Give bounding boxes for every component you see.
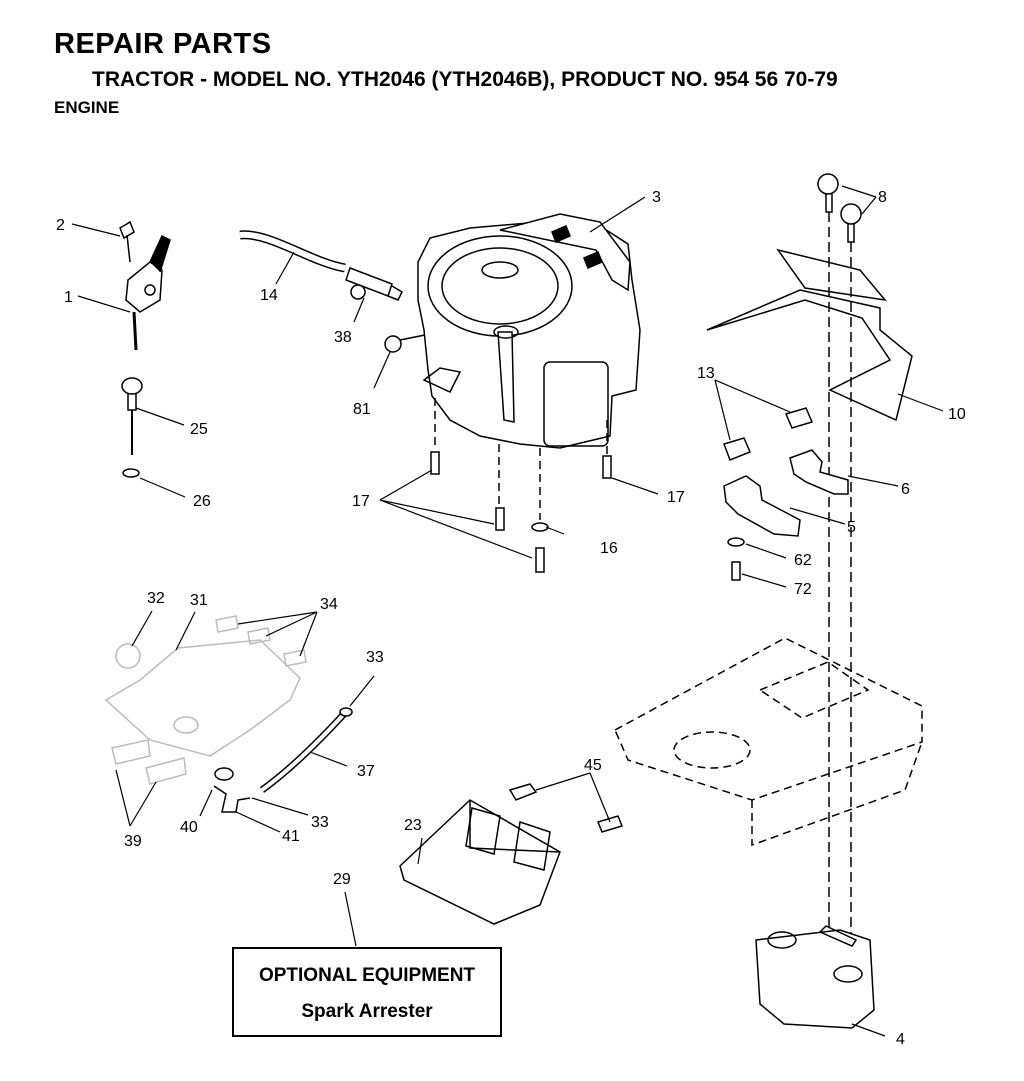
bolt-part — [817, 173, 862, 243]
callout-14: 14 — [260, 287, 278, 304]
callout-26: 26 — [193, 493, 211, 510]
callout-41: 41 — [282, 828, 300, 845]
breather-part — [213, 767, 251, 813]
callout-25: 25 — [190, 421, 208, 438]
callout-5: 5 — [847, 519, 856, 536]
engine-bolts-part — [430, 451, 612, 573]
washer-part — [122, 468, 140, 478]
screw-part — [119, 220, 135, 263]
callout-1: 1 — [64, 289, 73, 306]
callout-62: 62 — [794, 552, 812, 569]
callout-17-right: 17 — [667, 489, 685, 506]
callout-4: 4 — [896, 1031, 905, 1048]
exhaust-pipe-part — [723, 407, 849, 537]
callout-32: 32 — [147, 590, 165, 607]
callout-29: 29 — [333, 871, 351, 888]
callout-33-bottom: 33 — [311, 814, 329, 831]
callout-40: 40 — [180, 819, 198, 836]
callout-72: 72 — [794, 581, 812, 598]
callout-33-top: 33 — [366, 649, 384, 666]
callout-45: 45 — [584, 757, 602, 774]
shutoff-valve-part — [345, 267, 403, 301]
callout-81: 81 — [353, 401, 371, 418]
callout-31: 31 — [190, 592, 208, 609]
page-subtitle: TRACTOR - MODEL NO. YTH2046 (YTH2046B), … — [92, 68, 838, 91]
callout-13: 13 — [697, 365, 715, 382]
callout-10: 10 — [948, 406, 966, 423]
engine-part — [417, 213, 641, 449]
callout-38: 38 — [334, 329, 352, 346]
callout-39: 39 — [124, 833, 142, 850]
tractor-frame-part — [614, 637, 923, 847]
spark-arrester-part — [399, 783, 624, 925]
callout-37: 37 — [357, 763, 375, 780]
callout-6: 6 — [901, 481, 910, 498]
callout-17-left: 17 — [352, 493, 370, 510]
clamp-part — [339, 707, 353, 717]
heat-shield-part — [706, 248, 913, 422]
spark-arrester-label: Spark Arrester — [301, 1001, 433, 1022]
air-cleaner-part — [104, 615, 307, 785]
choke-knob-part — [121, 377, 143, 455]
callout-3: 3 — [652, 189, 661, 206]
section-title: ENGINE — [54, 98, 120, 117]
optional-equipment-box: OPTIONAL EQUIPMENT Spark Arrester — [232, 947, 502, 1037]
fitting-part — [384, 333, 431, 353]
callout-2: 2 — [56, 217, 65, 234]
washer-bolt-part — [727, 537, 745, 581]
callout-23: 23 — [404, 817, 422, 834]
callout-8: 8 — [878, 189, 887, 206]
optional-equipment-title: OPTIONAL EQUIPMENT — [258, 965, 476, 986]
muffler-part — [755, 925, 875, 1029]
throttle-control-part — [125, 234, 171, 351]
callout-34: 34 — [320, 596, 338, 613]
callout-16: 16 — [600, 540, 618, 557]
page-title: REPAIR PARTS — [54, 28, 272, 60]
